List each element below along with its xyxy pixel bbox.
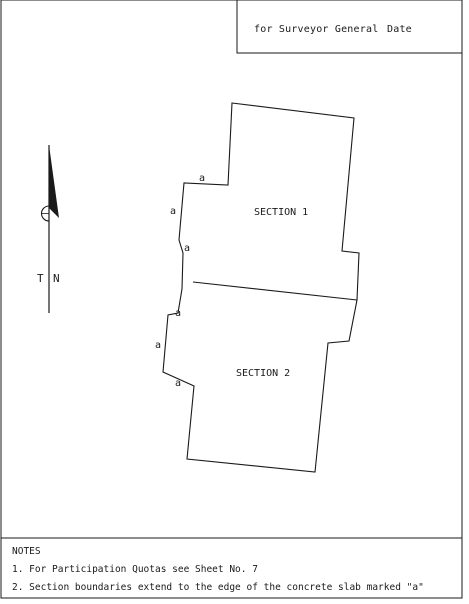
north-arrow-letter-n: N bbox=[53, 272, 60, 285]
date-label: Date bbox=[387, 24, 412, 35]
slab-marker-6: a bbox=[175, 378, 181, 389]
section-boundaries bbox=[162, 102, 360, 473]
section-2-label: SECTION 2 bbox=[236, 368, 290, 379]
north-arrow-icon: T N bbox=[37, 145, 60, 313]
slab-marker-3: a bbox=[184, 243, 190, 254]
slab-marker-1: a bbox=[199, 173, 205, 184]
signature-box bbox=[236, 0, 462, 54]
slab-marker-2: a bbox=[170, 206, 176, 217]
section-1-label: SECTION 1 bbox=[254, 207, 308, 218]
section-division-line bbox=[192, 281, 358, 301]
slab-marker-5: a bbox=[155, 340, 161, 351]
slab-marker-4: a bbox=[175, 308, 181, 319]
note-item: 1. For Participation Quotas see Sheet No… bbox=[12, 564, 258, 575]
signed-for-label: for Surveyor General bbox=[254, 24, 379, 35]
building-outline bbox=[162, 102, 360, 473]
sheet-border bbox=[0, 0, 463, 599]
note-item: 2. Section boundaries extend to the edge… bbox=[12, 582, 424, 593]
north-arrow-letter-t: T bbox=[37, 272, 44, 285]
notes-heading: NOTES bbox=[12, 546, 41, 557]
